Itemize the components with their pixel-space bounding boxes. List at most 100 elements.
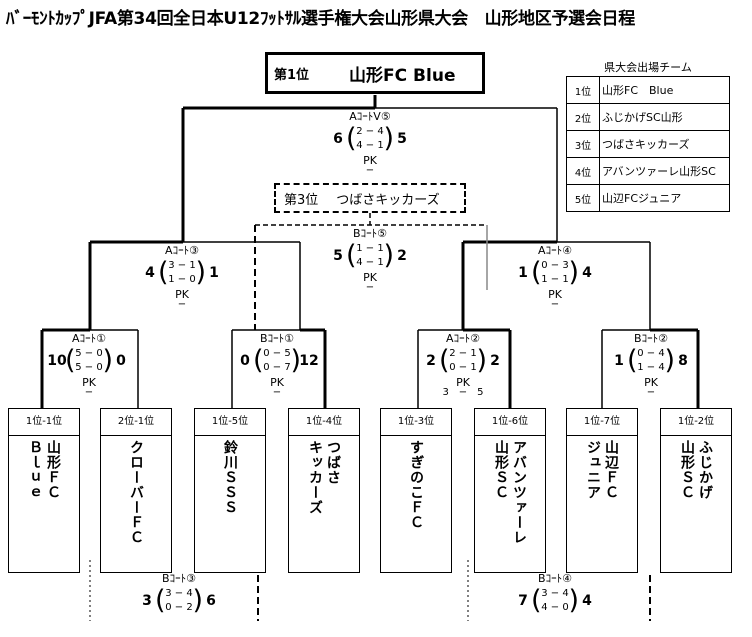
legend-row: 5位山辺FCジュニア (566, 184, 730, 212)
third-place-rank: 第3位 (284, 192, 319, 208)
pk-label (124, 616, 234, 629)
score-right: 2 (490, 353, 500, 369)
team-seed: 1位-2位 (661, 409, 731, 436)
legend-team: 山形FC Blue (599, 76, 730, 104)
pk-label: PK (175, 288, 189, 301)
court-label: Bｺｰﾄ① (260, 332, 294, 345)
champion-rank: 第1位 (274, 67, 310, 83)
legend-rank: 1位 (566, 76, 600, 104)
legend-team: つばさキッカーズ (599, 130, 730, 158)
score-left: 2 (426, 353, 436, 369)
score-right: 2 (397, 248, 407, 264)
pk-score: − (550, 299, 560, 310)
team-seed: 1位-4位 (289, 409, 359, 436)
pk-score: − (84, 387, 94, 398)
second-half-score: 4 − 0 (541, 602, 569, 613)
score-right: 8 (678, 353, 688, 369)
score-left: 0 (240, 353, 250, 369)
second-half-score: 4 − 1 (356, 140, 384, 151)
legend-row: 4位アバンツァーレ山形SC (566, 157, 730, 185)
legend-title: 県大会出場チーム (604, 61, 692, 74)
first-half-score: 0 − 3 (541, 260, 569, 271)
score-left: 4 (145, 265, 155, 281)
score-left: 6 (333, 131, 343, 147)
first-half-score: 3 − 4 (541, 588, 569, 599)
legend-rank: 3位 (566, 130, 600, 158)
team-box: 1位-5位鈴川ＳＳＳ (194, 408, 266, 573)
second-half-score: 4 − 1 (356, 257, 384, 268)
score-right: 5 (397, 131, 407, 147)
pk-label: PK (548, 288, 562, 301)
score-left: 7 (518, 593, 528, 609)
third-place-box: 第3位 つばさキッカーズ (274, 183, 466, 213)
pk-score: − (365, 165, 375, 176)
second-half-score: 0 − 1 (449, 362, 477, 373)
court-label: Aｺｰﾄ② (446, 332, 480, 345)
first-half-score: 2 − 1 (449, 348, 477, 359)
first-half-score: 0 − 5 (263, 348, 291, 359)
first-half-score: 3 − 1 (168, 260, 196, 271)
team-name: 山形ＦＣ (45, 440, 61, 500)
pk-score: 3 − 5 (442, 387, 484, 398)
pk-score: − (177, 299, 187, 310)
court-label: Bｺｰﾄ⑤ (353, 227, 387, 240)
pk-label (500, 616, 610, 629)
team-name: つばさ (325, 440, 341, 485)
team-name: 山形ＳＣ (679, 440, 695, 500)
legend-rank: 4位 (566, 157, 600, 185)
team-name: すぎのこＦＣ (408, 440, 424, 530)
pk-label: PK (644, 376, 658, 389)
team-box: 1位-2位ふじかげ山形ＳＣ (660, 408, 732, 573)
legend-team: アバンツァーレ山形SC (599, 157, 730, 185)
legend-row: 2位ふじかげSC山形 (566, 103, 730, 131)
second-half-score: 1 − 1 (541, 274, 569, 285)
score-right: 4 (582, 593, 592, 609)
court-label: Aｺｰﾄ③ (165, 244, 199, 257)
third-place-name: つばさキッカーズ (336, 192, 440, 208)
court-label: Bｺｰﾄ③ (162, 572, 196, 585)
score-left: 10 (47, 353, 67, 369)
first-half-score: 0 − 4 (637, 348, 665, 359)
qualified-teams-legend: 県大会出場チーム 1位山形FC Blue 2位ふじかげSC山形 3位つばさキッカ… (566, 60, 730, 212)
legend-row: 1位山形FC Blue (566, 76, 730, 104)
legend-team: ふじかげSC山形 (599, 103, 730, 131)
pk-score: − (365, 282, 375, 293)
team-name: 鈴川ＳＳＳ (222, 440, 238, 515)
team-name: キッカーズ (307, 440, 323, 515)
bracket-lines (40, 95, 700, 621)
first-half-score: 5 − 0 (75, 348, 103, 359)
score-left: 1 (518, 265, 528, 281)
pk-score: − (272, 387, 282, 398)
team-seed: 1位-6位 (475, 409, 545, 436)
team-seed: 1位-7位 (567, 409, 637, 436)
court-label: Aｺｰﾄ④ (538, 244, 572, 257)
team-seed: 1位-3位 (381, 409, 451, 436)
score-left: 3 (142, 593, 152, 609)
team-name: ふじかげ (697, 440, 713, 500)
team-name: アバンツァーレ (511, 440, 527, 545)
second-half-score: 0 − 7 (263, 362, 291, 373)
first-half-score: 2 − 4 (356, 126, 384, 137)
page-title: ﾊﾞｰﾓﾝﾄｶｯﾌﾟJFA第34回全日本U12ﾌｯﾄｻﾙ選手権大会山形県大会 山… (6, 9, 635, 29)
pk-label: PK (270, 376, 284, 389)
legend-rank: 2位 (566, 103, 600, 131)
team-seed: 1位-1位 (9, 409, 79, 436)
legend-row: 3位つばさキッカーズ (566, 130, 730, 158)
court-label: Bｺｰﾄ② (634, 332, 668, 345)
team-name: 山辺ＦＣ (603, 440, 619, 500)
pk-score (500, 629, 610, 637)
pk-label: PK (363, 271, 377, 284)
